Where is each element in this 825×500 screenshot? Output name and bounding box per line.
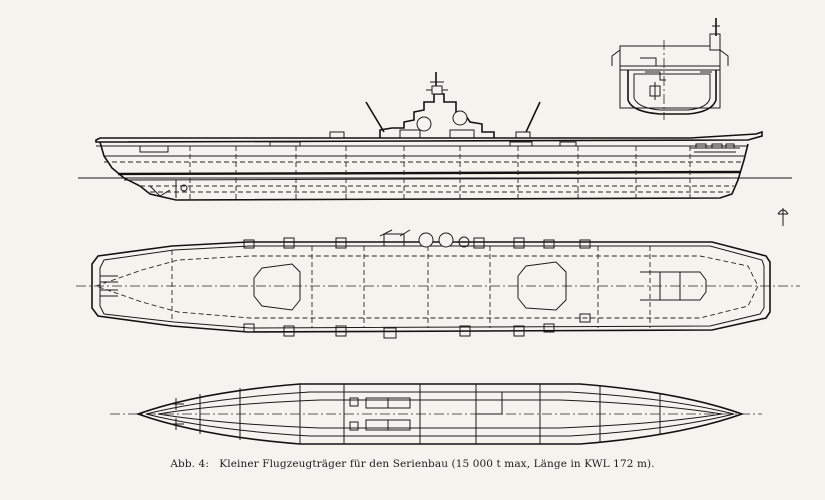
figure-caption-text: Kleiner Flugzeugträger für den Serienbau… bbox=[219, 458, 655, 470]
hull-lines-view bbox=[110, 383, 762, 445]
side-elevation-view bbox=[78, 72, 792, 201]
plan-view-flight-deck bbox=[76, 229, 800, 339]
figure-label: Abb. 4: bbox=[170, 458, 209, 470]
figure-caption: Abb. 4: Kleiner Flugzeugträger für den S… bbox=[0, 458, 825, 470]
scale-mark bbox=[777, 208, 789, 226]
cross-section-view bbox=[611, 18, 729, 120]
